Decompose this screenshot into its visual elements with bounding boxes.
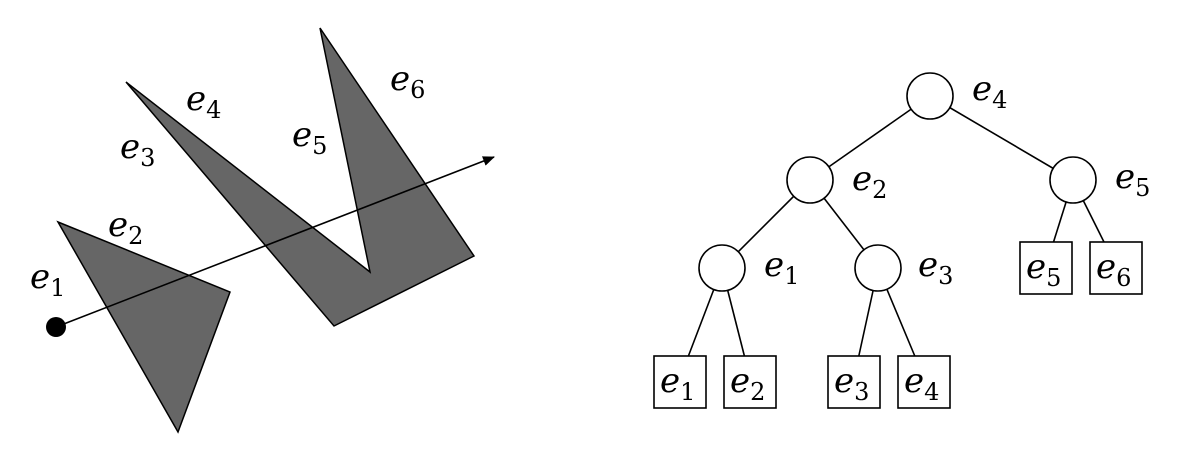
segment-label-e1: e1 — [30, 257, 65, 302]
tree-leaf-e4 — [897, 355, 951, 409]
tree-node-label: e5 — [1115, 157, 1150, 202]
tree-leaf-e2 — [723, 355, 777, 409]
triangle-polygon — [56, 220, 231, 434]
tree-edge — [929, 95, 1074, 181]
segment-label-e2: e2 — [108, 205, 143, 250]
tree-node-label: e2 — [852, 159, 887, 204]
segment-label-e5: e5 — [292, 115, 327, 160]
tree-node-label: e1 — [764, 245, 799, 290]
tree-leaf-label: e1 — [660, 361, 695, 406]
tree-node-root — [906, 72, 954, 120]
scene: e1 e2 e3 e4 e5 e6 — [30, 27, 495, 434]
tree-edge — [809, 95, 931, 181]
tree-leaf-label: e4 — [904, 361, 939, 406]
tree: e4 e2 e5 e1 e3 e1 e2 e3 e4 e5 e6 — [653, 69, 1150, 409]
tree-leaf-e5 — [1019, 241, 1073, 295]
tree-node-label: e3 — [918, 245, 953, 290]
tree-leaf-e1 — [653, 355, 707, 409]
segment-label-e4: e4 — [186, 79, 221, 124]
tree-leaf-label: e6 — [1096, 247, 1131, 292]
tree-leaf-label: e5 — [1026, 247, 1061, 292]
segment-label-e3: e3 — [120, 127, 155, 172]
tree-leaf-e3 — [827, 355, 881, 409]
tree-node-left-left — [698, 244, 746, 292]
tree-leaf-label: e2 — [730, 361, 765, 406]
tree-node-left — [786, 156, 834, 204]
tree-leaf-label: e3 — [834, 361, 869, 406]
tree-node-left-right — [854, 244, 902, 292]
w-polygon — [125, 27, 476, 327]
tree-node-right — [1049, 156, 1097, 204]
tree-leaf-e6 — [1089, 241, 1143, 295]
tree-node-label: e4 — [972, 69, 1007, 114]
ray-origin-point — [46, 317, 66, 337]
query-ray — [55, 156, 495, 328]
segment-label-e6: e6 — [390, 59, 425, 104]
